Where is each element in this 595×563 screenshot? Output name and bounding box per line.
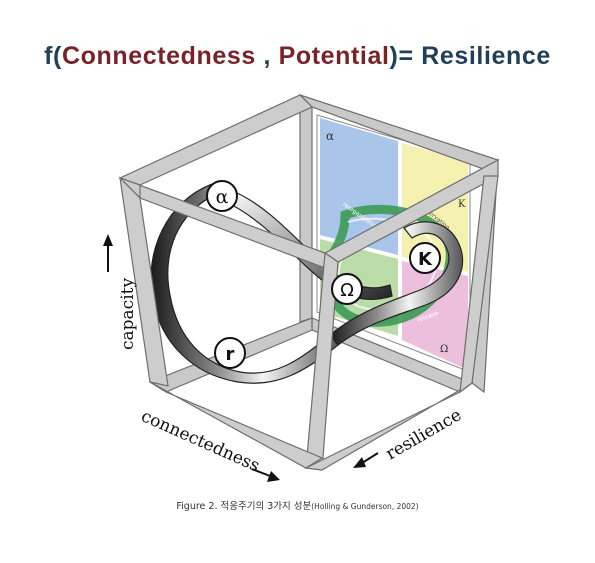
- cube-front-frame: [118, 94, 499, 471]
- panel-blue: [320, 118, 398, 255]
- panel-label-omega-small: Ω: [440, 344, 448, 355]
- title-separator: ,: [255, 42, 279, 70]
- r-label: r: [226, 344, 235, 365]
- phase-markers: α Ω K r: [206, 180, 441, 369]
- capacity-arrow-head: [103, 234, 113, 246]
- connectedness-arrow-head: [267, 471, 280, 482]
- kappa-marker: K: [409, 242, 441, 274]
- r-marker: r: [214, 337, 246, 369]
- alpha-label: α: [216, 186, 229, 208]
- panel-label-k-small: K: [458, 199, 466, 210]
- caption-main: Figure 2. 적응주기의 3가지 성분: [176, 501, 312, 512]
- omega-marker: Ω: [331, 273, 363, 305]
- axis-label-capacity: capacity: [118, 278, 138, 350]
- title-term-potential: Potential: [278, 42, 390, 70]
- resilience-arrow-line: [361, 452, 379, 464]
- alpha-marker: α: [206, 180, 238, 212]
- panel-label-alpha-small: α: [326, 129, 334, 143]
- axis-connectedness: connectedness: [138, 406, 280, 482]
- back-panel: α K Ω reorganization conservation releas…: [316, 114, 471, 373]
- title-prefix: f(: [44, 42, 62, 70]
- axis-label-resilience: resilience: [383, 405, 466, 464]
- title-result-resilience: Resilience: [421, 42, 551, 70]
- axis-capacity: capacity: [103, 234, 138, 350]
- figure-caption: Figure 2. 적응주기의 3가지 성분(Holling & Gunders…: [0, 498, 595, 512]
- connectedness-arrow-line: [251, 468, 271, 477]
- axis-label-connectedness: connectedness: [138, 406, 263, 476]
- caption-citation: (Holling & Gunderson, 2002): [311, 502, 419, 511]
- ribbon-right-lobe: [329, 221, 464, 346]
- kappa-label: K: [418, 249, 433, 270]
- resilience-arrow-head: [353, 457, 366, 468]
- title-term-connectedness: Connectedness: [61, 42, 256, 70]
- page-title: f(Connectedness , Potential)= Resilience: [0, 42, 595, 71]
- title-suffix: )=: [389, 42, 422, 70]
- omega-label: Ω: [340, 280, 354, 301]
